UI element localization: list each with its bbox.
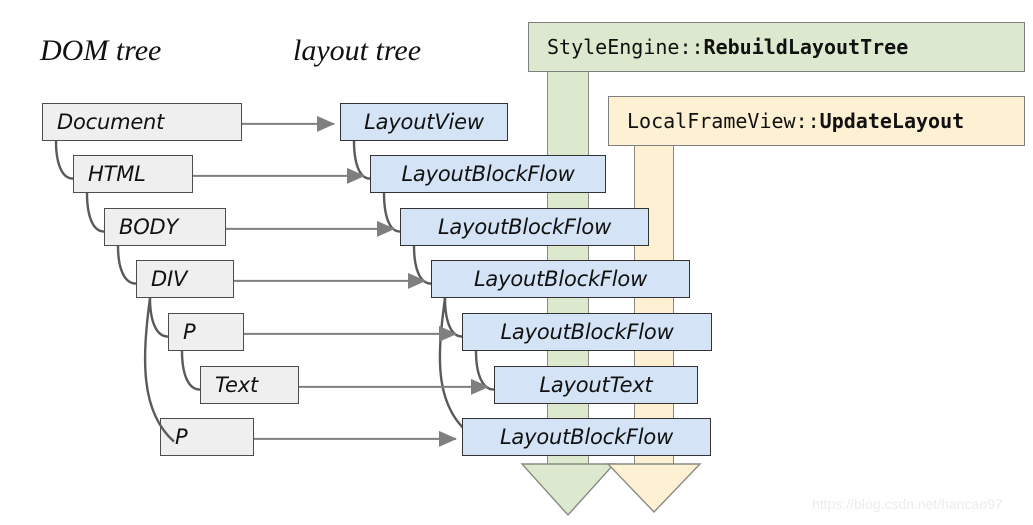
layout-node-lbf1: LayoutBlockFlow [370,155,606,193]
node-label: DIV [151,267,188,291]
phase-method: UpdateLayout [819,109,965,133]
dom-edge-html-body [85,192,105,233]
layout-node-layoutview: LayoutView [340,103,508,141]
node-label: LayoutBlockFlow [473,267,648,291]
dom-edge-body-div [116,245,137,285]
phase-update-layout: LocalFrameView::UpdateLayout [608,96,1025,146]
node-label: P [175,425,188,449]
dom-node-p1: P [168,313,244,351]
phase-rebuild-layout-tree: StyleEngine::RebuildLayoutTree [528,22,1025,72]
dom-edge-document-html [54,140,74,180]
node-label: Text [215,373,259,397]
node-label: P [183,320,196,344]
layout-edge-lbf1-lbf2 [382,192,401,233]
dom-edge-div-p1 [148,297,169,338]
layout-tree-title: layout tree [293,34,422,67]
dom-node-text: Text [200,366,299,404]
yellow-band [634,146,674,464]
watermark: https://blog.csdn.net/hancao97 [812,496,1003,512]
phase-prefix: LocalFrameView:: [627,109,820,133]
node-label: Document [57,110,165,134]
yellow-arrow [606,463,702,514]
dom-node-div: DIV [136,260,234,298]
dom-node-body: BODY [104,208,226,246]
phase-prefix: StyleEngine:: [547,35,704,59]
layout-edge-lbf2-lbf3 [412,245,432,285]
layout-node-lbf5: LayoutBlockFlow [462,418,711,456]
dom-edge-p1-text [180,350,201,391]
node-label: HTML [88,162,146,186]
layout-edge-layoutview-lbf1 [352,140,371,180]
node-label: LayoutBlockFlow [500,320,674,344]
node-label: LayoutBlockFlow [437,215,612,239]
layout-edge-lbf4-layouttext [474,350,495,391]
phase-method: RebuildLayoutTree [703,35,909,59]
dom-node-p2: P [160,418,254,456]
green-arrow [520,463,616,517]
node-label: LayoutText [539,373,653,397]
layout-node-lbf4: LayoutBlockFlow [462,313,712,351]
layout-edge-lbf3-lbf4 [443,297,463,338]
layout-node-lbf3: LayoutBlockFlow [431,260,690,298]
dom-node-document: Document [42,103,242,141]
dom-tree-title: DOM tree [40,34,162,67]
layout-node-lbf2: LayoutBlockFlow [400,208,649,246]
layout-node-layouttext: LayoutText [494,366,698,404]
node-label: LayoutView [364,110,484,134]
node-label: BODY [119,215,179,239]
node-label: LayoutBlockFlow [499,425,674,449]
dom-node-html: HTML [73,155,193,193]
node-label: LayoutBlockFlow [401,162,575,186]
